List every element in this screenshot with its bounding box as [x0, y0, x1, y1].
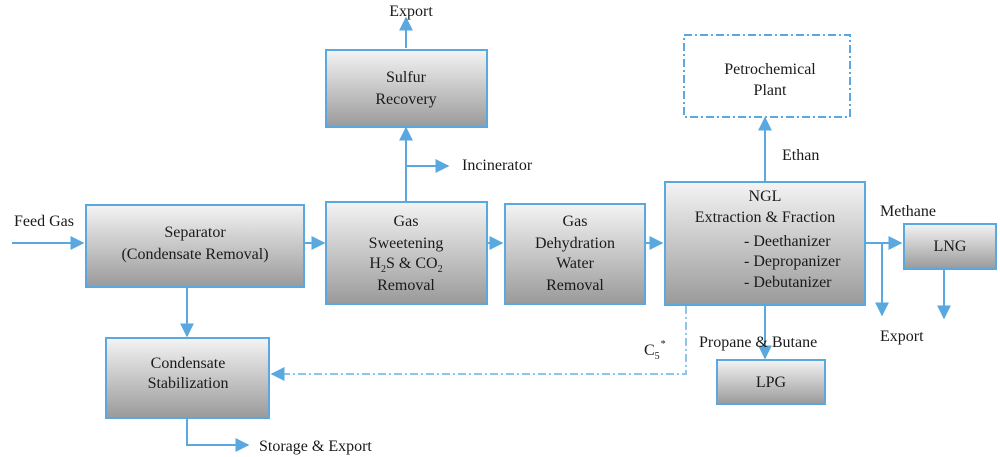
sweetening-label-4: Removal — [377, 277, 435, 294]
export-right-label: Export — [880, 328, 924, 345]
sweetening-label-2: Sweetening — [369, 235, 444, 252]
sulfur-label-1: Sulfur — [386, 69, 427, 86]
separator-label-1: Separator — [164, 224, 226, 241]
c5-label: C5* — [644, 339, 666, 362]
sulfur-label-2: Recovery — [375, 91, 436, 108]
ngl-title: NGL — [749, 188, 782, 205]
lpg-label: LPG — [756, 374, 787, 391]
ngl-item-deethanizer: - Deethanizer — [744, 233, 831, 250]
sweetening-label-1: Gas — [394, 213, 419, 230]
ngl-item-depropanizer: - Depropanizer — [744, 253, 841, 270]
petrochemical-plant-box: Petrochemical Plant — [683, 34, 851, 118]
c5-recycle-arrow — [270, 306, 687, 381]
dehydration-label-4: Removal — [546, 277, 604, 294]
ngl-item-debutanizer: - Debutanizer — [744, 274, 832, 291]
separator-box: Separator (Condensate Removal) — [85, 204, 305, 288]
condensate-label-1: Condensate — [151, 355, 226, 372]
lng-label: LNG — [934, 238, 967, 255]
ngl-extraction-box: NGL Extraction & Fraction - Deethanizer … — [664, 181, 866, 306]
propane-butane-label: Propane & Butane — [699, 334, 817, 351]
gas-sweetening-box: Gas Sweetening H2S & CO2 Removal — [325, 201, 488, 305]
lpg-box: LPG — [716, 359, 826, 405]
dehydration-label-1: Gas — [563, 213, 588, 230]
incinerator-label: Incinerator — [462, 157, 533, 174]
dehydration-label-3: Water — [556, 255, 594, 272]
separator-label-2: (Condensate Removal) — [121, 246, 268, 263]
storage-export-arrow — [186, 418, 250, 452]
petrochemical-label-2: Plant — [754, 82, 787, 99]
feed-gas-label: Feed Gas — [14, 213, 74, 230]
condensate-label-2: Stabilization — [148, 375, 229, 392]
gas-dehydration-box: Gas Dehydration Water Removal — [504, 203, 646, 305]
methane-label: Methane — [880, 203, 936, 220]
petrochemical-label-1: Petrochemical — [724, 61, 816, 78]
export-top-label: Export — [389, 3, 433, 20]
condensate-stabilization-box: Condensate Stabilization — [105, 337, 270, 419]
storage-export-label: Storage & Export — [259, 438, 372, 455]
ethan-label: Ethan — [782, 147, 819, 164]
sulfur-recovery-box: Sulfur Recovery — [325, 49, 488, 128]
dehydration-label-2: Dehydration — [535, 235, 615, 252]
lng-box: LNG — [903, 223, 997, 270]
sweetening-label-3: H2S & CO2 — [369, 255, 442, 275]
ngl-subtitle: Extraction & Fraction — [695, 209, 835, 226]
